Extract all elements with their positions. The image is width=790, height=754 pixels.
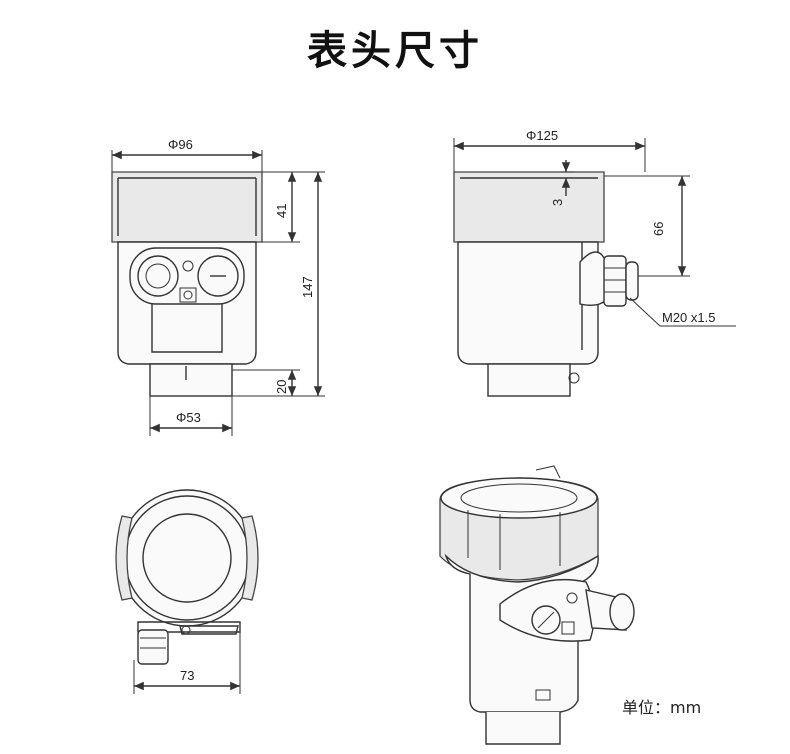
dim-front-bottom-height: 20: [274, 380, 289, 394]
side-view: Φ125 3 66 M20 x1.5: [453, 128, 736, 397]
dim-front-total-height: 147: [300, 276, 315, 298]
dim-side-height: 66: [651, 222, 666, 236]
dim-side-width: Φ125: [526, 128, 558, 143]
unit-label: 单位：mm: [622, 698, 702, 717]
dim-front-base-width: Φ53: [176, 410, 201, 425]
dim-thread: M20 x1.5: [662, 310, 715, 325]
dim-bottom-width: 73: [180, 668, 194, 683]
front-view: Φ96 41 147 20 Φ53: [111, 137, 325, 436]
dim-side-gap: 3: [550, 199, 565, 206]
dim-front-width: Φ96: [168, 137, 193, 152]
page-title: 表头尺寸: [307, 28, 483, 74]
dim-front-top-height: 41: [274, 204, 289, 218]
top-view: 73: [115, 489, 259, 694]
isometric-view: [439, 465, 635, 745]
